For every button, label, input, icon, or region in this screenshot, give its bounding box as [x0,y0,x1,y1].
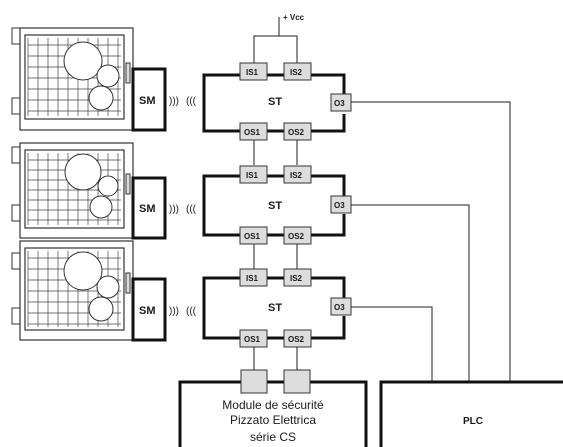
unit-3: SM ))) ((( IS1 IS2 OS1 OS2 O3 ST [11,240,352,348]
os1-label-2: OS1 [244,232,261,241]
is2-box-3 [283,268,312,287]
sm-box-2 [131,176,167,240]
o3-wires [351,101,511,382]
is2-box-2 [283,165,312,184]
sm-label-1: SM [139,95,156,107]
is1-label-1: IS1 [246,68,259,77]
os1-label-1: OS1 [244,128,261,137]
door-machine-1 [11,27,134,131]
o3-label-2: O3 [334,201,345,210]
st-ring-3 [202,276,346,340]
st-label-1: ST [268,96,282,108]
vcc-label: + Vcc [283,13,305,22]
wave-right-3: ((( [186,306,197,317]
is2-box-1 [283,62,312,81]
sm-label-3: SM [139,305,156,317]
is1-box-2 [239,165,268,184]
plc-label: PLC [463,416,483,427]
os2-label-2: OS2 [288,232,305,241]
is1-label-3: IS1 [246,274,259,283]
o3-label-3: O3 [334,303,345,312]
door-machine-2 [11,142,134,239]
wave-right-2: ((( [186,204,197,215]
sm-box-1 [131,67,167,132]
is1-label-2: IS1 [246,171,259,180]
module-line-2: Pizzato Elettrica [230,413,316,427]
module-input-1 [240,369,268,394]
plc: PLC [379,380,563,447]
vcc-feed: + Vcc [253,13,305,63]
wave-left-1: ))) [169,96,179,107]
wave-right-1: ((( [186,96,197,107]
is2-label-1: IS2 [290,68,303,77]
is1-box-1 [239,62,268,81]
o3-label-1: O3 [334,99,345,108]
st-ring-2 [202,174,346,237]
unit-1: SM ))) ((( IS1 IS2 OS1 OS2 O3 ST [11,27,352,141]
os1-label-3: OS1 [244,335,261,344]
sm-box-3 [131,277,167,342]
door-machine-3 [11,240,134,341]
is1-box-3 [239,268,268,287]
module-input-2 [283,369,311,394]
is2-label-2: IS2 [290,171,303,180]
is2-label-3: IS2 [290,274,303,283]
wave-left-2: ))) [169,204,179,215]
safety-module: Module de sécurité Pizzato Elettrica sér… [178,369,368,447]
unit-2: SM ))) ((( IS1 IS2 OS1 OS2 O3 ST [11,142,352,245]
st-ring-1 [202,73,346,133]
module-line-1: Module de sécurité [222,398,324,412]
module-line-3: série CS [250,430,296,444]
sm-label-2: SM [139,203,156,215]
os2-label-3: OS2 [288,335,305,344]
st-label-2: ST [268,200,282,212]
st-label-3: ST [268,302,282,314]
os2-label-1: OS2 [288,128,305,137]
wave-left-3: ))) [169,306,179,317]
